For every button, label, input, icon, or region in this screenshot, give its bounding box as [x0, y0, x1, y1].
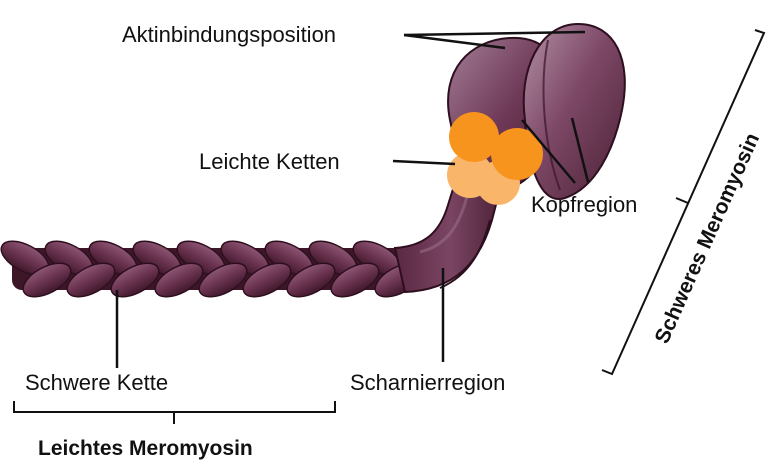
myosin-tail	[0, 234, 428, 303]
label-heavy-chain: Schwere Kette	[25, 370, 168, 395]
label-hinge-region: Scharnierregion	[350, 370, 505, 395]
head-b	[524, 24, 625, 199]
leader-light-chains	[393, 161, 455, 164]
label-actin-binding-site: Aktinbindungsposition	[122, 22, 336, 47]
label-light-chains: Leichte Ketten	[199, 149, 340, 174]
label-light-meromyosin: Leichtes Meromyosin	[38, 437, 253, 460]
label-head-region: Kopfregion	[531, 192, 637, 217]
bracket-light-meromyosin	[14, 401, 335, 424]
